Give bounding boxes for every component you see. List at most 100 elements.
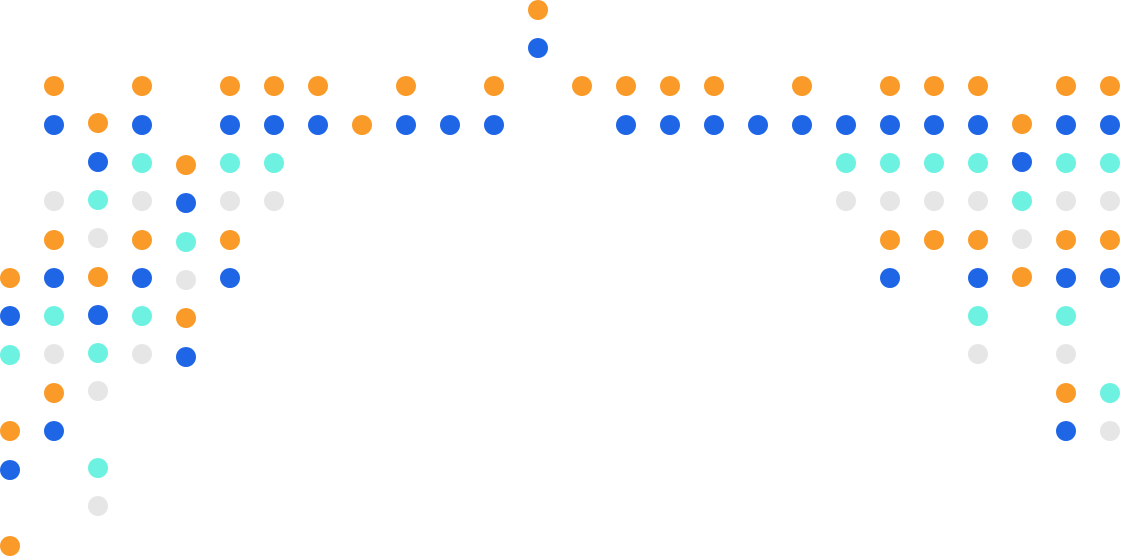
cyan-dot [836, 153, 856, 173]
gray-dot [132, 344, 152, 364]
orange-dot [1012, 267, 1032, 287]
blue-dot [220, 268, 240, 288]
cyan-dot [88, 458, 108, 478]
orange-dot [528, 0, 548, 20]
gray-dot [44, 344, 64, 364]
cyan-dot [1100, 383, 1120, 403]
blue-dot [0, 306, 20, 326]
cyan-dot [264, 153, 284, 173]
orange-dot [44, 230, 64, 250]
blue-dot [1056, 421, 1076, 441]
blue-dot [1056, 268, 1076, 288]
orange-dot [880, 230, 900, 250]
orange-dot [968, 230, 988, 250]
orange-dot [0, 268, 20, 288]
orange-dot [792, 76, 812, 96]
orange-dot [1056, 230, 1076, 250]
blue-dot [0, 460, 20, 480]
blue-dot [176, 347, 196, 367]
cyan-dot [968, 306, 988, 326]
blue-dot [528, 38, 548, 58]
orange-dot [924, 76, 944, 96]
cyan-dot [1056, 306, 1076, 326]
gray-dot [880, 191, 900, 211]
orange-dot [176, 155, 196, 175]
gray-dot [924, 191, 944, 211]
gray-dot [264, 191, 284, 211]
orange-dot [1012, 114, 1032, 134]
cyan-dot [44, 306, 64, 326]
orange-dot [132, 76, 152, 96]
gray-dot [1056, 344, 1076, 364]
gray-dot [1100, 421, 1120, 441]
orange-dot [88, 113, 108, 133]
blue-dot [264, 115, 284, 135]
orange-dot [704, 76, 724, 96]
blue-dot [748, 115, 768, 135]
orange-dot [132, 230, 152, 250]
orange-dot [0, 536, 20, 556]
gray-dot [88, 496, 108, 516]
gray-dot [88, 381, 108, 401]
blue-dot [44, 421, 64, 441]
blue-dot [880, 268, 900, 288]
gray-dot [968, 344, 988, 364]
gray-dot [1012, 229, 1032, 249]
blue-dot [968, 115, 988, 135]
blue-dot [836, 115, 856, 135]
orange-dot [572, 76, 592, 96]
blue-dot [1012, 152, 1032, 172]
orange-dot [660, 76, 680, 96]
orange-dot [352, 115, 372, 135]
gray-dot [44, 191, 64, 211]
gray-dot [220, 191, 240, 211]
cyan-dot [132, 306, 152, 326]
blue-dot [792, 115, 812, 135]
blue-dot [396, 115, 416, 135]
orange-dot [1056, 383, 1076, 403]
gray-dot [88, 228, 108, 248]
gray-dot [1056, 191, 1076, 211]
cyan-dot [968, 153, 988, 173]
cyan-dot [1056, 153, 1076, 173]
blue-dot [308, 115, 328, 135]
blue-dot [132, 268, 152, 288]
gray-dot [176, 270, 196, 290]
orange-dot [924, 230, 944, 250]
blue-dot [44, 115, 64, 135]
blue-dot [924, 115, 944, 135]
blue-dot [968, 268, 988, 288]
blue-dot [484, 115, 504, 135]
cyan-dot [88, 190, 108, 210]
orange-dot [1100, 76, 1120, 96]
blue-dot [220, 115, 240, 135]
orange-dot [88, 267, 108, 287]
cyan-dot [132, 153, 152, 173]
cyan-dot [0, 345, 20, 365]
blue-dot [44, 268, 64, 288]
orange-dot [264, 76, 284, 96]
blue-dot [1056, 115, 1076, 135]
blue-dot [880, 115, 900, 135]
blue-dot [88, 152, 108, 172]
blue-dot [88, 305, 108, 325]
cyan-dot [924, 153, 944, 173]
gray-dot [968, 191, 988, 211]
orange-dot [44, 383, 64, 403]
cyan-dot [176, 232, 196, 252]
orange-dot [968, 76, 988, 96]
orange-dot [220, 76, 240, 96]
orange-dot [1056, 76, 1076, 96]
orange-dot [880, 76, 900, 96]
orange-dot [220, 230, 240, 250]
blue-dot [440, 115, 460, 135]
blue-dot [132, 115, 152, 135]
orange-dot [616, 76, 636, 96]
cyan-dot [220, 153, 240, 173]
orange-dot [0, 421, 20, 441]
blue-dot [616, 115, 636, 135]
gray-dot [132, 191, 152, 211]
blue-dot [660, 115, 680, 135]
orange-dot [176, 308, 196, 328]
